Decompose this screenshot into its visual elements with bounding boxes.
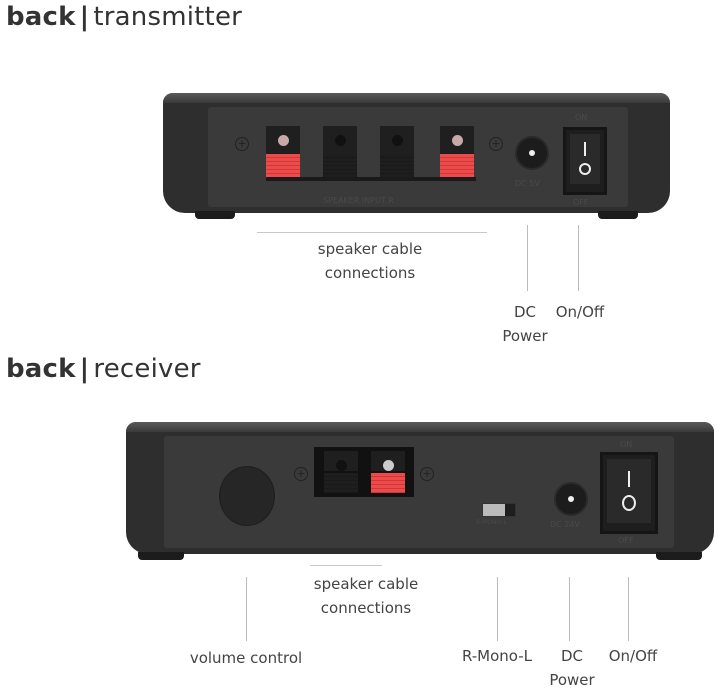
heading-prefix: back	[6, 354, 76, 384]
volume-knob	[220, 467, 274, 525]
speaker-terminal-red	[371, 451, 405, 495]
dc-rating-marking: DC 5V	[515, 179, 540, 188]
dc-jack-icon	[515, 136, 549, 170]
on-symbol-icon	[628, 471, 630, 487]
transmitter-device-image: + + SPEAKER INPUT R DC 5V ON OFF	[163, 93, 670, 219]
label-line: speaker cable	[317, 240, 423, 258]
speaker-terminal-red-right	[440, 126, 474, 188]
heading-device-name: receiver	[93, 354, 201, 384]
screw-icon: +	[235, 137, 249, 151]
speaker-terminal-black	[324, 451, 358, 495]
power-rocker-switch	[563, 127, 607, 195]
off-symbol-icon	[579, 163, 591, 175]
speaker-terminal-black-left	[323, 126, 357, 188]
switch-on-marking: ON	[575, 113, 588, 122]
label-line: DC	[513, 303, 537, 321]
dc-jack-icon	[554, 482, 588, 516]
label-line: Power	[549, 671, 595, 689]
receiver-dc-power-label: DC Power	[542, 644, 602, 692]
label-line: Power	[502, 327, 548, 345]
switch-off-marking: OFF	[573, 198, 589, 207]
label-line: DC	[560, 647, 584, 665]
receiver-device-image: + + R-MONO-L DC 24V ON OFF	[126, 422, 714, 560]
transmitter-heading: back|transmitter	[6, 2, 242, 32]
mono-marking: R-MONO-L	[476, 519, 507, 526]
receiver-heading: back|receiver	[6, 354, 201, 384]
speaker-input-marking: SPEAKER INPUT R	[323, 196, 394, 205]
transmitter-dc-power-label: DC Power	[495, 300, 555, 348]
on-symbol-icon	[584, 142, 586, 156]
switch-on-marking: ON	[620, 440, 633, 449]
heading-separator: |	[79, 354, 90, 384]
screw-icon: +	[420, 467, 434, 481]
screw-icon: +	[294, 467, 308, 481]
power-rocker-switch	[600, 452, 658, 534]
receiver-mono-switch-label: R-Mono-L	[461, 647, 533, 665]
label-line: speaker cable	[313, 575, 419, 593]
speaker-terminal-red-left	[266, 126, 300, 188]
transmitter-on-off-label: On/Off	[555, 303, 605, 321]
receiver-volume-control-label: volume control	[189, 649, 303, 667]
receiver-speaker-cable-label: speaker cable connections	[296, 572, 436, 620]
label-line: connections	[324, 264, 416, 282]
label-line: connections	[320, 599, 412, 617]
screw-icon: +	[489, 137, 503, 151]
speaker-terminal-black-right	[380, 126, 414, 188]
dc-rating-marking: DC 24V	[550, 520, 580, 529]
transmitter-speaker-cable-label: speaker cable connections	[282, 237, 458, 285]
mono-slide-switch	[482, 503, 516, 517]
speaker-terminal-block	[314, 447, 414, 497]
heading-device-name: transmitter	[93, 2, 243, 32]
receiver-on-off-label: On/Off	[608, 647, 658, 665]
switch-off-marking: OFF	[618, 536, 634, 545]
heading-separator: |	[79, 2, 90, 32]
heading-prefix: back	[6, 2, 76, 32]
off-symbol-icon	[622, 495, 636, 511]
